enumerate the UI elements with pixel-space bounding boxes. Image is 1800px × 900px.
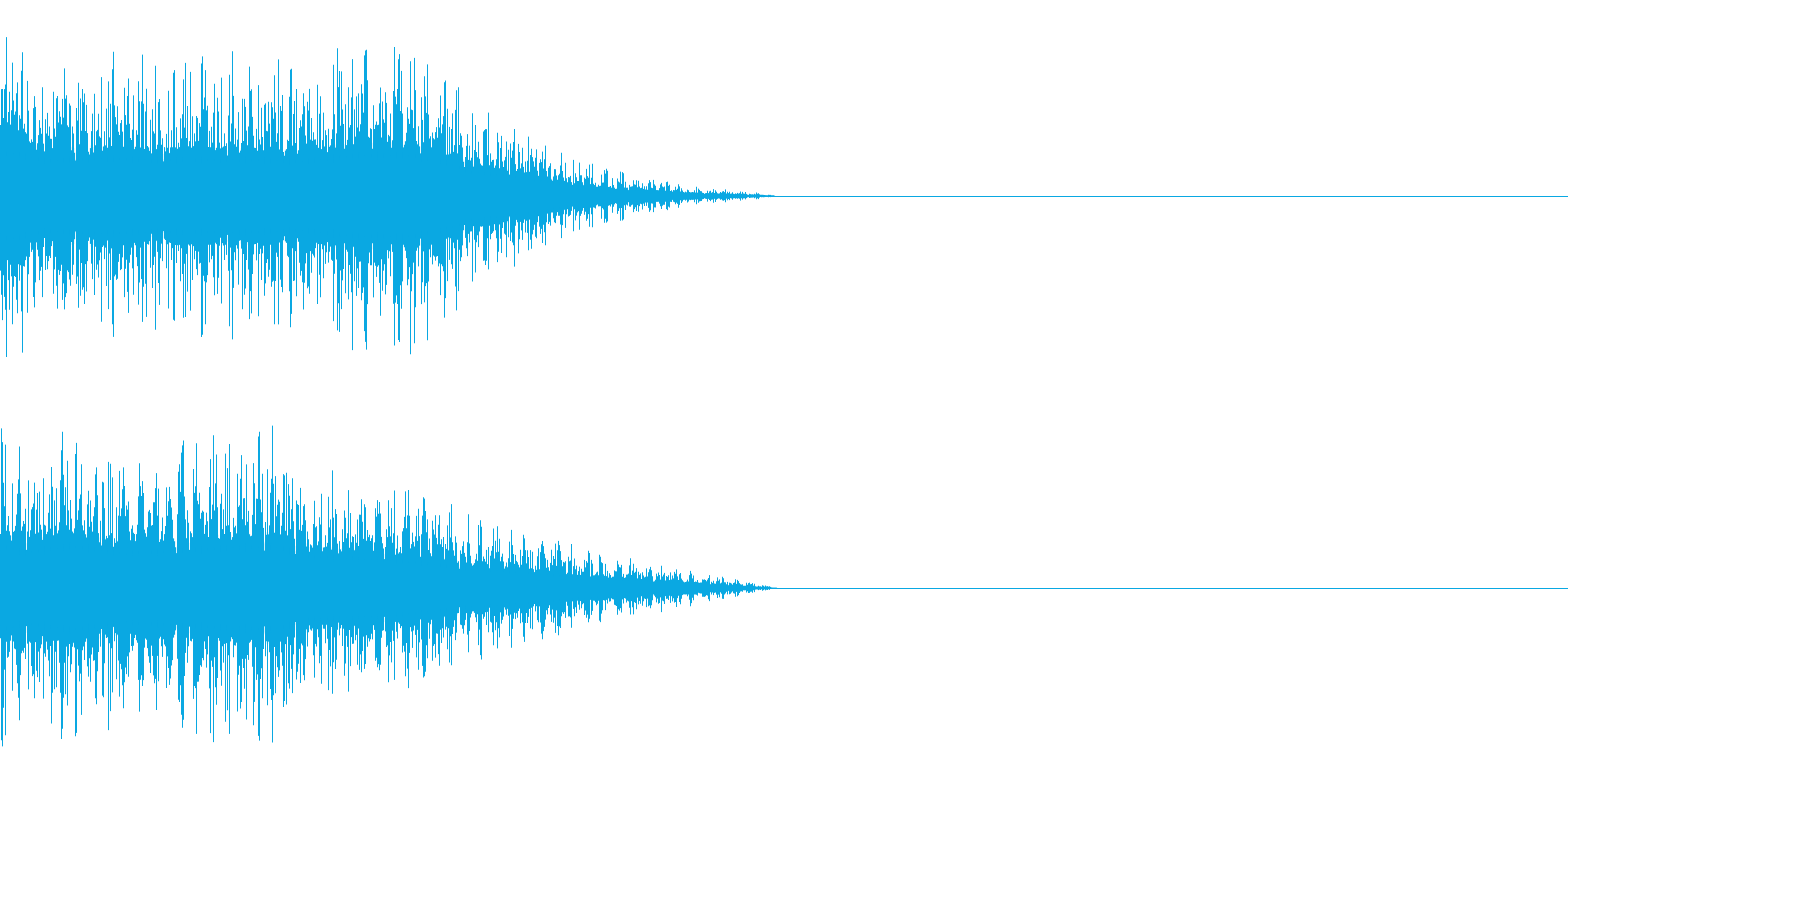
channel-amplitude-core — [0, 531, 778, 645]
channel-amplitude-core — [0, 138, 776, 254]
channel-1-waveform — [0, 37, 1568, 357]
waveform-display — [0, 37, 1568, 747]
waveform-view — [0, 37, 1568, 747]
channel-2-waveform — [0, 425, 1568, 747]
